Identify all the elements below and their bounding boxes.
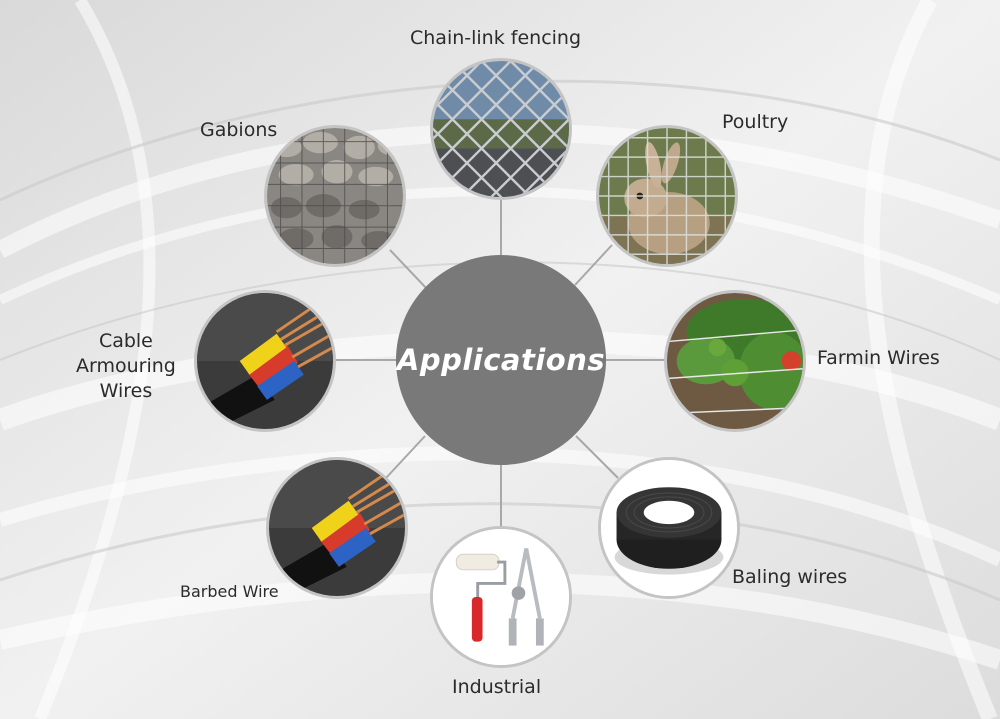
label-barbed-wire: Barbed Wire bbox=[180, 582, 279, 601]
stone-gabion-photo bbox=[264, 125, 406, 267]
tomato-plant-wire-photo bbox=[664, 290, 806, 432]
label-gabions: Gabions bbox=[200, 119, 278, 141]
label-chain-link-fencing: Chain-link fencing bbox=[410, 27, 582, 49]
wire-coil-photo bbox=[598, 457, 740, 599]
spoke-baling bbox=[575, 435, 619, 479]
spoke-barbed bbox=[385, 435, 426, 479]
hub-label: Applications bbox=[396, 343, 606, 377]
spoke-gabions bbox=[389, 249, 429, 291]
paint-roller-photo bbox=[430, 526, 572, 668]
label-farming-wires: Farmin Wires bbox=[817, 347, 940, 369]
cable-cross-section-photo-armouring bbox=[194, 290, 336, 432]
chain-link-fence-photo bbox=[430, 58, 572, 200]
applications-hub: Applications bbox=[396, 255, 606, 465]
rabbit-behind-mesh-photo bbox=[596, 125, 738, 267]
label-poultry: Poultry bbox=[722, 111, 789, 133]
spoke-poultry bbox=[574, 244, 613, 286]
label-cable-armouring-wires: Cable Armouring Wires bbox=[76, 330, 176, 402]
label-baling-wires: Baling wires bbox=[732, 566, 848, 588]
label-industrial: Industrial bbox=[452, 676, 542, 698]
cable-cross-section-photo-barbed bbox=[266, 457, 408, 599]
